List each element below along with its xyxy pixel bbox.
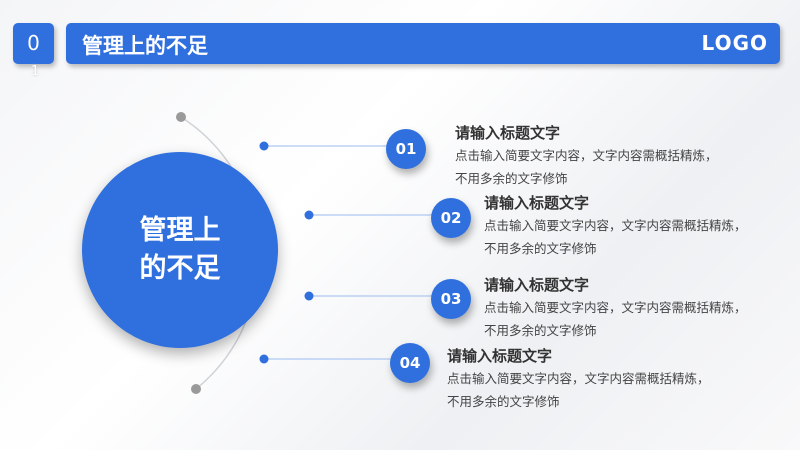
connector-dot <box>259 354 269 364</box>
arc-end-dot <box>191 384 201 394</box>
connector-dot <box>304 210 314 220</box>
list-item: 请输入标题文字 点击输入简要文字内容，文字内容需概括精炼， 不用多余的文字修饰 <box>455 122 718 190</box>
connector-dot <box>259 141 269 151</box>
connector-dot <box>304 291 314 301</box>
item-desc: 不用多余的文字修饰 <box>484 323 597 338</box>
center-circle: 管理上 的不足 <box>82 152 278 348</box>
title-bar: 管理上的不足 LOGO <box>66 23 780 64</box>
item-badge-3: 03 <box>431 279 471 319</box>
item-desc: 不用多余的文字修饰 <box>455 171 568 186</box>
logo: LOGO <box>701 31 768 55</box>
item-desc: 点击输入简要文字内容，文字内容需概括精炼， <box>455 148 718 163</box>
list-item: 请输入标题文字 点击输入简要文字内容，文字内容需概括精炼， 不用多余的文字修饰 <box>484 274 747 342</box>
list-item: 请输入标题文字 点击输入简要文字内容，文字内容需概括精炼， 不用多余的文字修饰 <box>484 192 747 260</box>
section-number: 0 <box>13 23 54 64</box>
item-desc: 点击输入简要文字内容，文字内容需概括精炼， <box>484 300 747 315</box>
center-line-2: 的不足 <box>139 253 221 284</box>
item-badge-2: 02 <box>431 198 471 238</box>
section-number-second-digit: 1 <box>31 64 40 79</box>
item-badge-4: 04 <box>390 343 430 383</box>
item-title: 请输入标题文字 <box>455 124 561 142</box>
page-title: 管理上的不足 <box>82 34 208 58</box>
item-desc: 不用多余的文字修饰 <box>484 241 597 256</box>
item-title: 请输入标题文字 <box>447 347 553 365</box>
item-title: 请输入标题文字 <box>484 194 590 212</box>
center-line-1: 管理上 <box>139 215 221 246</box>
item-desc: 点击输入简要文字内容，文字内容需概括精炼， <box>484 218 747 233</box>
arc-end-dot <box>176 112 186 122</box>
item-title: 请输入标题文字 <box>484 276 590 294</box>
item-desc: 点击输入简要文字内容，文字内容需概括精炼， <box>447 371 710 386</box>
item-badge-1: 01 <box>386 129 426 169</box>
item-desc: 不用多余的文字修饰 <box>447 394 560 409</box>
list-item: 请输入标题文字 点击输入简要文字内容，文字内容需概括精炼， 不用多余的文字修饰 <box>447 345 710 413</box>
